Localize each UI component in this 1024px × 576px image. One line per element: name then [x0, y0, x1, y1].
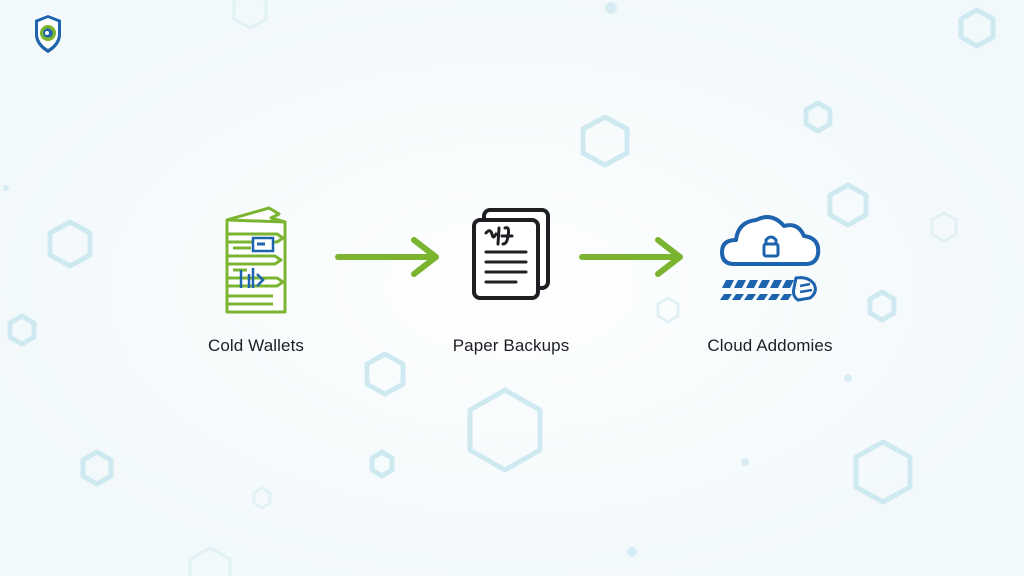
- paper-document-icon: [472, 208, 550, 300]
- cloud-lock-icon: [720, 215, 821, 302]
- step-label: Cold Wallets: [208, 336, 304, 355]
- shield-logo-icon: [35, 15, 61, 53]
- flow-step-paper-backups: Paper Backups: [411, 200, 611, 370]
- arrow-right-icon: [335, 237, 439, 277]
- step-label: Paper Backups: [452, 336, 570, 355]
- folded-document-icon: [225, 206, 287, 314]
- flow-step-cold-wallets: Cold Wallets: [156, 200, 356, 370]
- step-label: Cloud Addomies: [707, 336, 833, 355]
- flow-step-cloud: Cloud Addomies: [670, 200, 870, 370]
- arrow-right-icon: [579, 237, 683, 277]
